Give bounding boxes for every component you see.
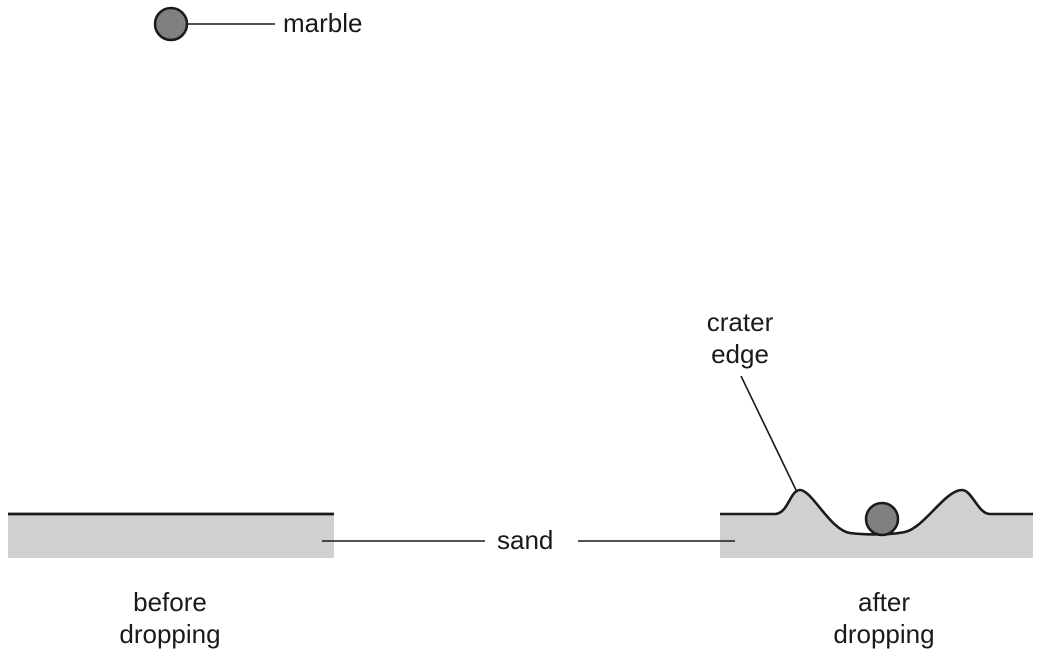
sand-after xyxy=(720,490,1033,558)
crater-edge-label: crater edge xyxy=(650,306,830,370)
before-dropping-label: before dropping xyxy=(80,586,260,650)
after-dropping-line1: after xyxy=(857,587,911,617)
after-dropping-label: after dropping xyxy=(794,586,974,650)
marble-label: marble xyxy=(283,8,363,38)
marble-top xyxy=(153,6,189,42)
crater-edge-leader xyxy=(740,375,797,491)
marble-in-crater xyxy=(864,501,900,537)
sand-before xyxy=(8,514,334,558)
before-dropping-line2: dropping xyxy=(119,619,221,649)
crater-edge-label-line1: crater xyxy=(706,307,774,337)
after-dropping-line2: dropping xyxy=(833,619,935,649)
crater-edge-label-line2: edge xyxy=(711,339,769,369)
before-dropping-line1: before xyxy=(133,587,207,617)
sand-label: sand xyxy=(497,525,554,555)
